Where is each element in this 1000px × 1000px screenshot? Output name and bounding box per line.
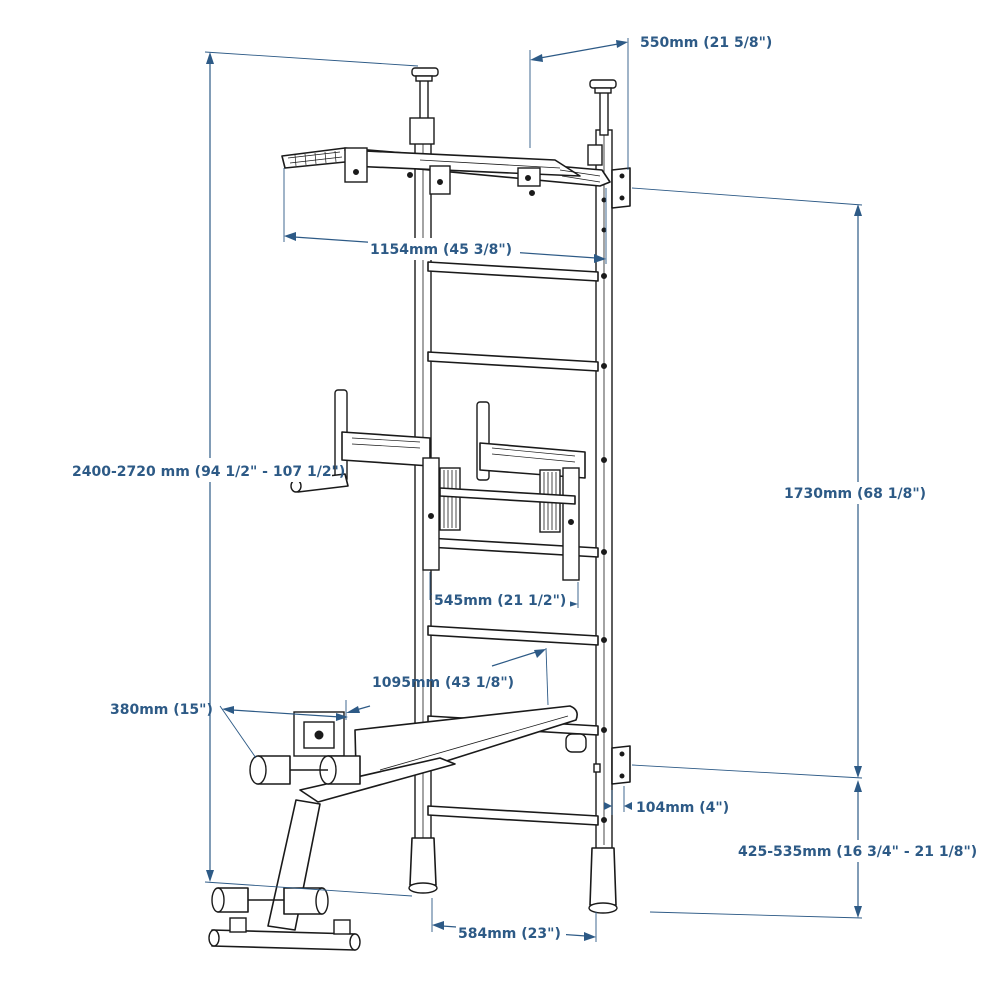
dip-station (290, 389, 586, 581)
pullup-width-label: 1154mm (45 3/8") (370, 242, 512, 258)
depth-label: 550mm (21 5/8") (640, 35, 772, 51)
bench-length-label: 1095mm (43 1/8") (372, 675, 514, 691)
bench-width-label: 380mm (15") (110, 702, 213, 718)
floor-feet (408, 837, 618, 914)
pullup-bar (281, 117, 611, 196)
overall-height-label: 2400-2720 mm (94 1/2" - 107 1/2") (72, 464, 345, 480)
wall-brackets (593, 167, 631, 785)
ceiling-extensions (411, 67, 617, 136)
adjustable-bench (208, 705, 587, 951)
wall-section-height-label: 1730mm (68 1/8") (784, 486, 926, 502)
ladder-width-label: 584mm (23") (458, 926, 561, 942)
wall-bars-equipment-drawing (208, 67, 631, 951)
right-upright (595, 129, 613, 851)
wall-clearance-dimension (604, 786, 632, 815)
bench-width-dimension (219, 705, 348, 759)
depth-dimension (529, 38, 629, 170)
dip-width-label: 545mm (21 1/2") (434, 593, 566, 609)
floor-to-bracket-label: 425-535mm (16 3/4" - 21 1/8") (738, 844, 977, 860)
wall-clearance-label: 104mm (4") (636, 800, 729, 816)
dimension-labels: 2400-2720 mm (94 1/2" - 107 1/2") 550mm … (70, 35, 984, 944)
bench-length-dimension (345, 647, 549, 720)
